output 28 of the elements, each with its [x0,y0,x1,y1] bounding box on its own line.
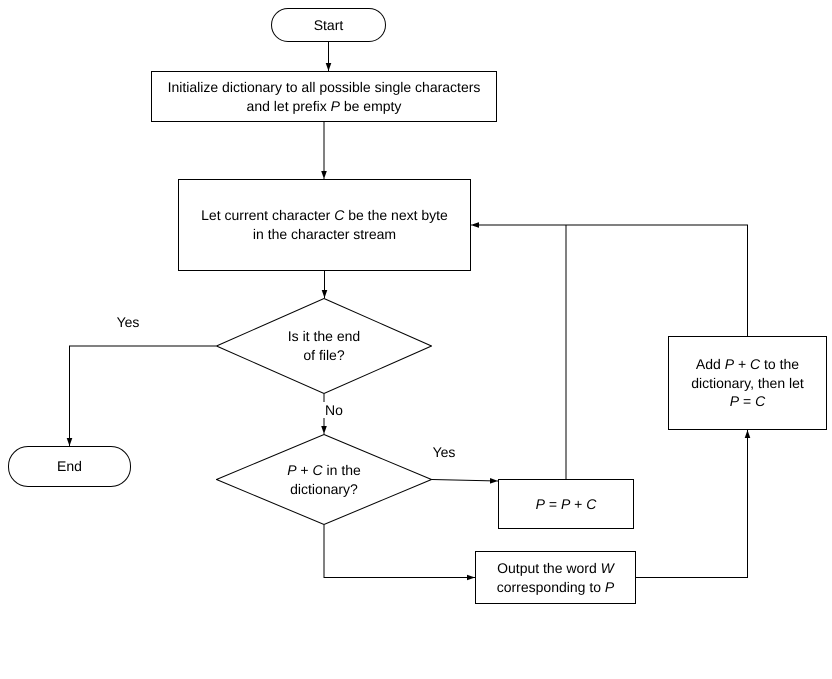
node-text: P = P + C [534,494,598,514]
arrow [636,430,750,578]
arrow [432,478,498,484]
arrow [66,346,216,446]
process-box [668,336,827,430]
node-text: P + C in the dictionary? [286,460,362,498]
process-box [475,551,636,604]
process-box [498,479,634,529]
node-text: End [56,457,83,476]
edge-label: Yes [114,314,142,330]
arrow [321,122,327,180]
arrow [324,524,476,580]
arrow [470,222,566,480]
edge-label: No [323,402,345,418]
node-text: Initialize dictionary to all possible single characters and let prefix P be empty [166,78,482,116]
terminal-shape [8,446,131,487]
arrow [321,394,327,434]
edge-label: Yes [430,444,458,460]
node-text: Output the word W corresponding to P [496,558,616,596]
process-box [151,71,497,122]
arrow [326,42,332,72]
node-text: Add P + C to the dictionary, then let P = C [690,354,805,412]
arrow [322,270,328,298]
process-box [178,179,471,271]
terminal-shape [271,8,386,42]
node-text: Is it the end of file? [286,327,362,365]
node-text: Start [312,16,344,34]
node-text: Let current character C be the next byte in the character stream [200,206,449,244]
